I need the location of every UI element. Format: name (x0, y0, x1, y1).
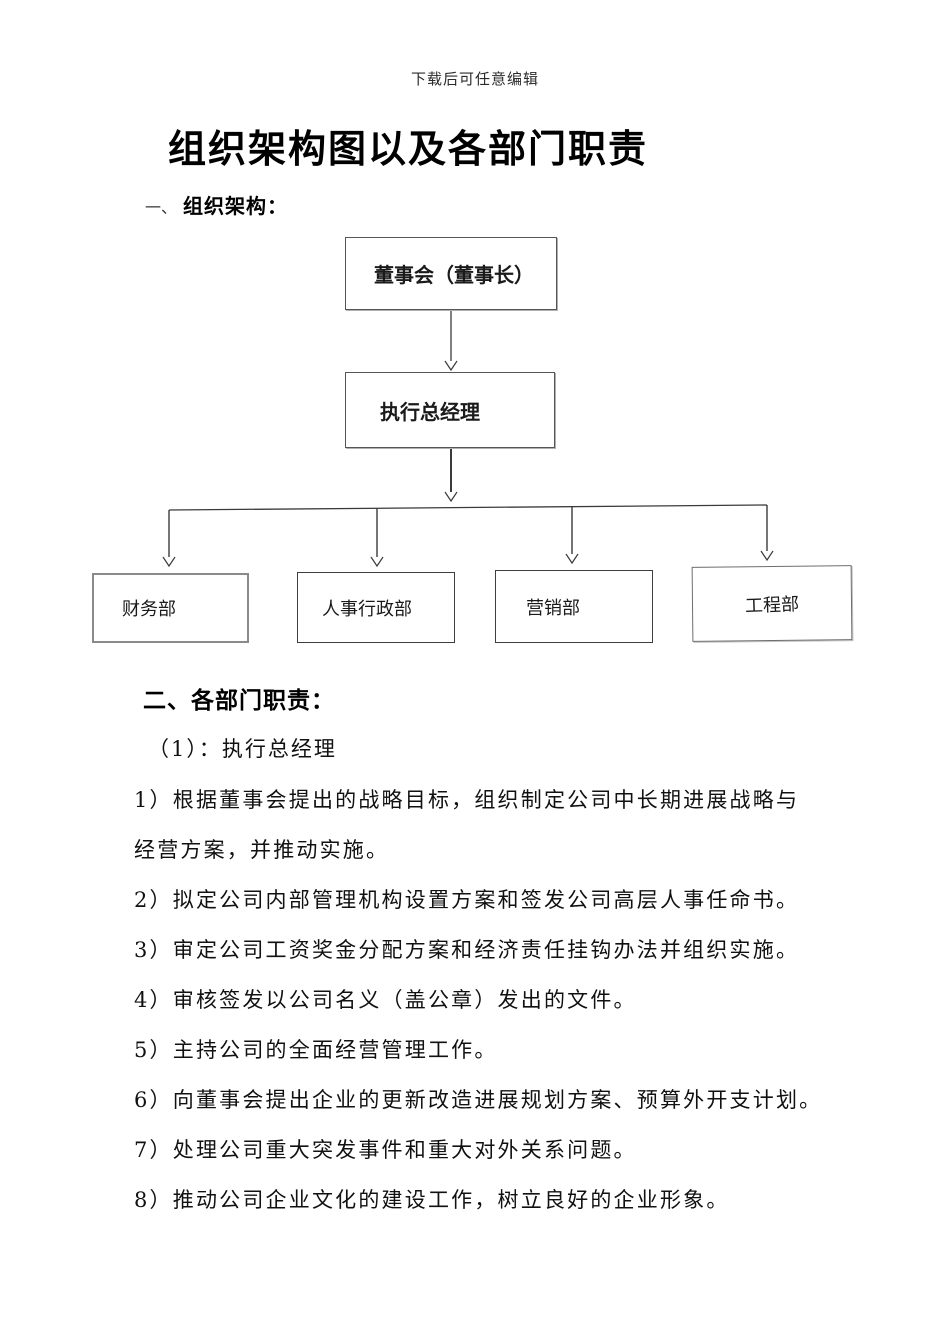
org-node-engineering: 工程部 (691, 565, 853, 642)
org-node-hr-admin: 人事行政部 (297, 572, 455, 643)
org-node-general-manager-label: 执行总经理 (380, 399, 480, 424)
org-node-marketing: 营销部 (495, 570, 653, 643)
org-node-engineering-label: 工程部 (744, 593, 800, 617)
section-org-heading: 一、组织架构： (145, 190, 288, 219)
org-chart-connectors (162, 310, 774, 568)
header-note: 下载后可任意编辑 (410, 70, 539, 88)
duty-line: 6）向董事会提出企业的更新改造进展规划方案、预算外开支计划。 (134, 1088, 823, 1112)
org-node-board: 董事会（董事长） (345, 237, 557, 310)
arrowhead-down-icon (760, 550, 774, 562)
arrowhead-down-icon (444, 491, 458, 503)
org-node-marketing-label: 营销部 (526, 597, 580, 619)
org-node-finance: 财务部 (92, 573, 249, 643)
duty-line: 3）审定公司工资奖金分配方案和经济责任挂钩办法并组织实施。 (134, 938, 800, 962)
page-title: 组织架构图以及各部门职责 (168, 126, 649, 171)
section-org-marker: 一、 (145, 198, 178, 217)
section-duties-heading: 二、各部门职责： (143, 687, 335, 714)
arrowhead-down-icon (565, 553, 579, 565)
section-duties-subsection: （1）：执行总经理 (148, 737, 337, 761)
org-node-finance-label: 财务部 (122, 599, 176, 620)
duty-line: 5）主持公司的全面经营管理工作。 (134, 1038, 498, 1062)
org-chart: 董事会（董事长） 执行总经理 财务部 人事行政部 营销部 工程部 (92, 237, 853, 643)
org-node-general-manager: 执行总经理 (345, 372, 555, 448)
arrowhead-down-icon (370, 556, 384, 568)
org-node-hr-admin-label: 人事行政部 (322, 598, 412, 620)
duty-line: 经营方案，并推动实施。 (134, 838, 390, 862)
duty-line: 8）推动公司企业文化的建设工作，树立良好的企业形象。 (134, 1188, 730, 1212)
arrowhead-down-icon (162, 556, 176, 568)
arrowhead-down-icon (444, 360, 458, 372)
duty-line: 4）审核签发以公司名义（盖公章）发出的文件。 (134, 988, 637, 1012)
duty-line: 2）拟定公司内部管理机构设置方案和签发公司高层人事任命书。 (134, 888, 800, 912)
org-node-board-label: 董事会（董事长） (374, 263, 534, 287)
duty-line: 1）根据董事会提出的战略目标，组织制定公司中长期进展战略与 (134, 788, 800, 812)
duties-list: 1）根据董事会提出的战略目标，组织制定公司中长期进展战略与 经营方案，并推动实施… (134, 775, 834, 1225)
duty-line: 7）处理公司重大突发事件和重大对外关系问题。 (134, 1138, 637, 1162)
section-org-label: 组织架构： (183, 194, 289, 218)
